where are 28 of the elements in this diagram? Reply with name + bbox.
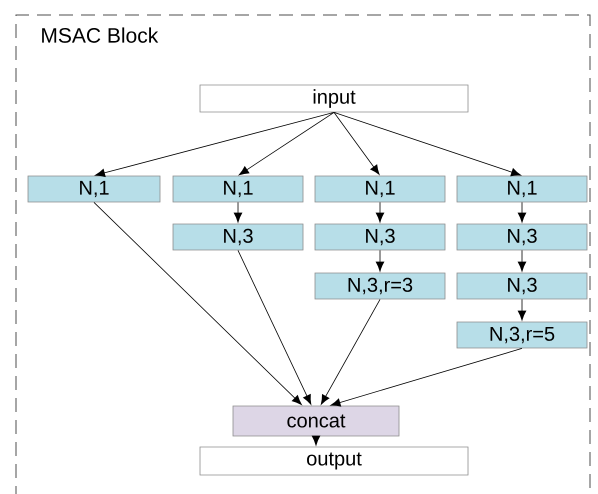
arrow <box>518 299 526 320</box>
conv-box: N,3 <box>314 224 446 250</box>
arrow <box>376 202 384 222</box>
arrow <box>320 299 380 405</box>
conv-box: N,3,r=3 <box>314 272 446 300</box>
arrow <box>334 112 521 176</box>
conv-box: N,3 <box>172 224 304 250</box>
arrow <box>95 112 334 177</box>
arrow <box>238 250 312 405</box>
io-box: output <box>200 446 468 476</box>
arrow <box>376 250 384 272</box>
conv-box: N,1 <box>456 176 588 202</box>
conv-box: N,1 <box>172 176 304 202</box>
arrow <box>330 348 522 407</box>
conv-box: N,3,r=5 <box>456 322 588 348</box>
arrow <box>518 250 526 272</box>
conv-box: N,1 <box>314 176 446 202</box>
conv-box: N,3 <box>456 224 588 250</box>
arrow <box>234 202 242 222</box>
arrow <box>312 436 320 446</box>
arrow <box>334 112 380 175</box>
arrow <box>518 202 526 222</box>
concat-box: concat <box>232 406 400 436</box>
arrow <box>238 112 334 176</box>
conv-box: N,3 <box>456 272 588 300</box>
io-box: input <box>200 84 468 112</box>
conv-box: N,1 <box>28 176 160 202</box>
arrow <box>94 202 302 405</box>
